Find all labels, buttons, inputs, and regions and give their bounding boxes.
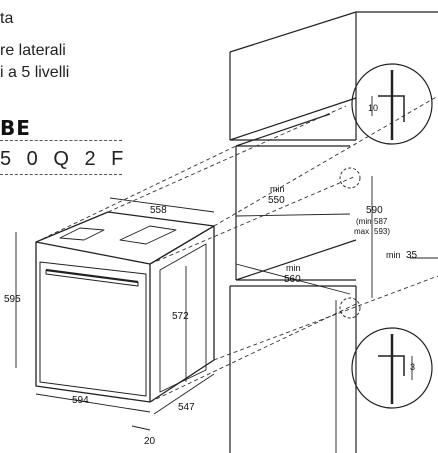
feature-text-line-1: ta xyxy=(0,10,14,27)
dim-590-max-value: 593) xyxy=(374,227,390,236)
dim-20-line xyxy=(131,425,151,431)
feature-text-line-2: re laterali xyxy=(0,42,66,59)
dim-35-min-label: min xyxy=(386,250,401,260)
dim-35-label: 35 xyxy=(406,250,418,261)
cabinet xyxy=(229,11,438,453)
oven-control-2 xyxy=(119,225,177,245)
dim-594-label: 594 xyxy=(72,395,89,406)
dim-558-line xyxy=(109,197,215,213)
detail-circle-top xyxy=(351,63,433,145)
dim-595-label: 595 xyxy=(4,294,21,305)
dim-590-min-label: (min xyxy=(356,217,372,226)
feature-text-line-3: i a 5 livelli xyxy=(0,64,70,81)
dim-560-min-label: min xyxy=(286,263,301,273)
model-code: 5 0 Q 2 F xyxy=(0,148,129,170)
dim-550-line xyxy=(235,213,351,217)
oven-control-1 xyxy=(59,227,105,241)
oven xyxy=(35,211,215,403)
oven-side-panel xyxy=(159,243,207,393)
detail-bottom-dim-label: 3 xyxy=(410,362,415,372)
detail-top-bracket xyxy=(378,95,405,122)
model-code-divider xyxy=(0,174,122,175)
dim-590-min-value: 587 xyxy=(374,217,388,226)
dim-550-min-label: min xyxy=(270,184,285,194)
dim-572-label: 572 xyxy=(172,311,189,322)
cabinet-shelf-top-back xyxy=(229,97,357,141)
dim-590-max-label: max xyxy=(354,227,369,236)
dim-560-line xyxy=(235,263,351,295)
detail-circle-bottom xyxy=(351,327,433,409)
dim-558-label: 558 xyxy=(150,205,167,216)
cabinet-top-edge xyxy=(229,11,438,53)
oven-door-handle-bottom xyxy=(45,270,139,287)
oven-door-handle xyxy=(45,268,139,284)
detail-marker-bottom xyxy=(339,297,361,319)
brand-divider xyxy=(0,140,122,141)
detail-callouts xyxy=(339,63,433,409)
dim-590-label: 590 xyxy=(366,205,383,216)
dim-547-line xyxy=(153,373,215,415)
oven-door-window xyxy=(39,261,147,397)
dim-560-label: 560 xyxy=(284,274,301,285)
dimension-lines xyxy=(15,96,438,431)
dim-20-label: 20 xyxy=(144,436,156,447)
niche-ceiling-depth xyxy=(235,113,331,147)
detail-marker-top xyxy=(339,167,361,189)
brand-name: BE xyxy=(0,116,31,140)
dim-547-label: 547 xyxy=(178,402,195,413)
dim-594-line xyxy=(35,393,151,413)
detail-bottom-bracket xyxy=(378,355,405,376)
niche-floor-back xyxy=(235,239,357,281)
dim-550-label: 550 xyxy=(268,195,285,206)
detail-top-dim-label: 10 xyxy=(368,103,378,113)
projection-lines xyxy=(35,95,438,403)
oven-front-face xyxy=(35,242,151,403)
